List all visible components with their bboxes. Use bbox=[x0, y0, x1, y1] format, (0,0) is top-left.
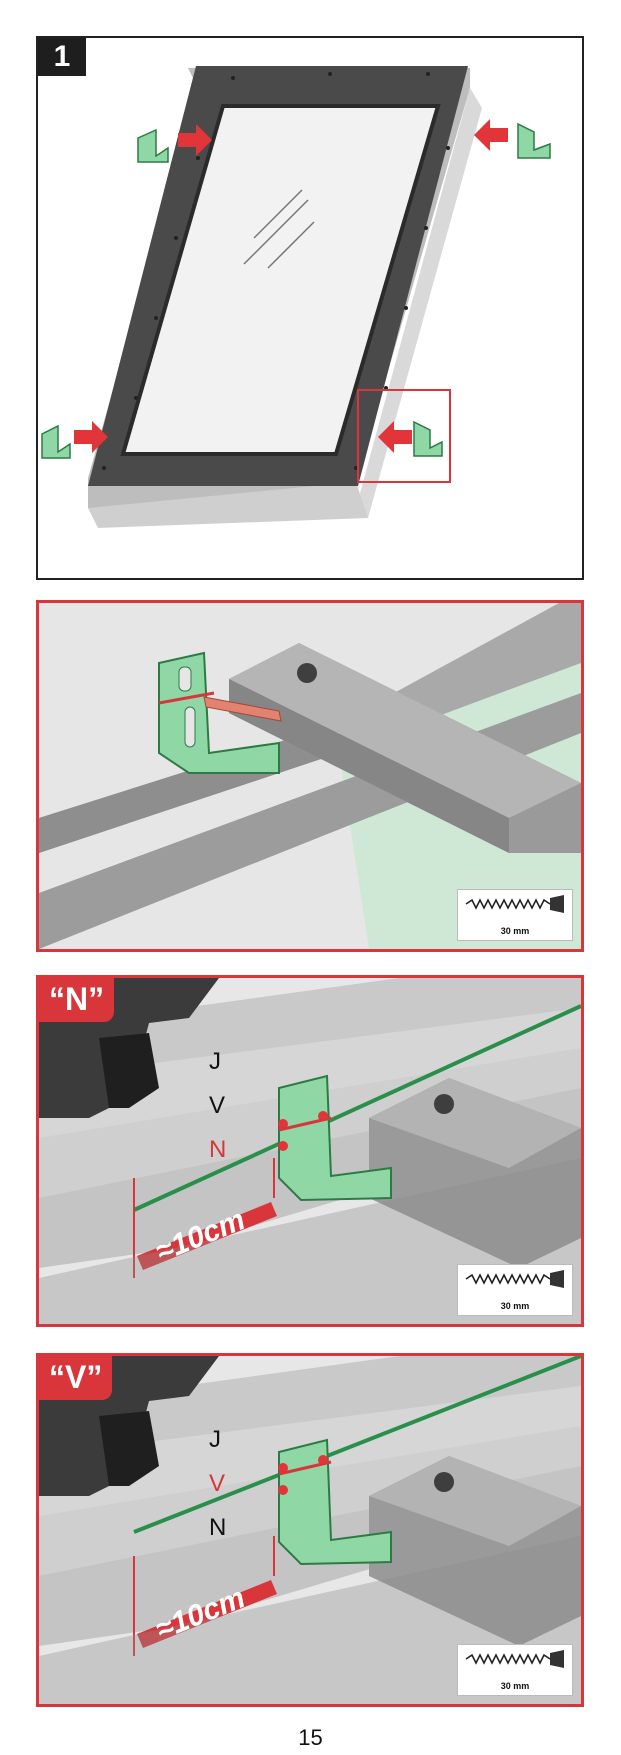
bracket-position-top-left bbox=[137, 124, 212, 163]
screw-icon bbox=[465, 1270, 564, 1288]
label-v: V bbox=[209, 1092, 226, 1119]
bracket-position-bottom-right bbox=[357, 389, 451, 483]
n-position-illustration bbox=[39, 978, 581, 1324]
window-frame-illustration bbox=[41, 66, 551, 528]
screw-length-label: 30 mm bbox=[500, 926, 530, 936]
screw-spec-box: 30 mm bbox=[457, 889, 573, 941]
label-v-active: V bbox=[209, 1470, 226, 1497]
label-n: N bbox=[209, 1514, 227, 1541]
n-position-panel: J V N ≈10cm “N” 30 mm bbox=[36, 975, 584, 1327]
label-j: J bbox=[209, 1048, 221, 1075]
position-tag-n: “N” bbox=[39, 978, 115, 1022]
bracket-position-bottom-left bbox=[41, 421, 108, 459]
detail-highlight-box bbox=[357, 389, 451, 483]
label-n-active: N bbox=[209, 1136, 227, 1163]
screw-icon bbox=[465, 1650, 564, 1668]
page-number: 15 bbox=[298, 1725, 323, 1750]
screw-spec-box: 30 mm bbox=[457, 1644, 573, 1696]
marking-bracket-panel: 30 mm bbox=[36, 600, 584, 952]
screw-length-label: 30 mm bbox=[500, 1301, 530, 1311]
screw-length-label: 30 mm bbox=[500, 1681, 530, 1691]
v-position-panel: J V N ≈10cm “V” 30 mm bbox=[36, 1353, 584, 1707]
bracket-position-top-right bbox=[474, 119, 551, 159]
screw-icon bbox=[465, 895, 564, 913]
label-j: J bbox=[209, 1426, 221, 1453]
step-number-badge: 1 bbox=[38, 38, 86, 76]
step-1-window-panel: 1 bbox=[36, 36, 584, 580]
screw-spec-box: 30 mm bbox=[457, 1264, 573, 1316]
position-tag-v: “V” bbox=[39, 1356, 113, 1400]
